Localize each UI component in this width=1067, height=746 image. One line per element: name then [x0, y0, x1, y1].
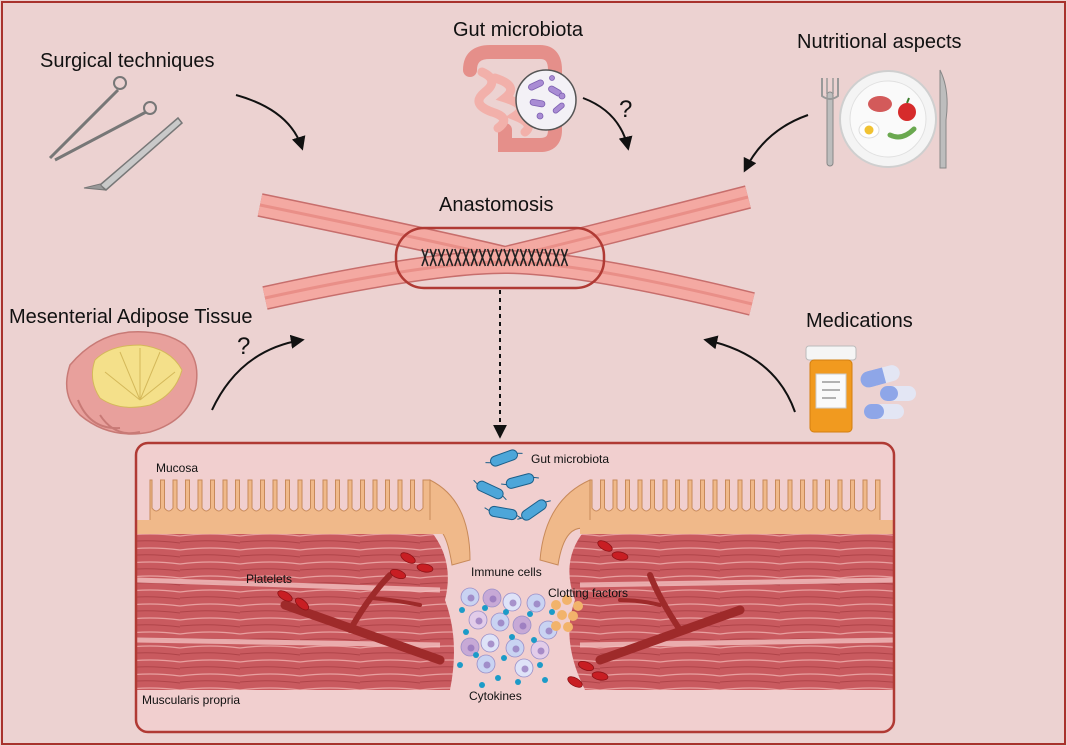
label-immune-cells: Immune cells [471, 565, 542, 579]
food-plate-icon [821, 69, 948, 169]
sutures [421, 248, 569, 267]
detail-frame [134, 441, 896, 734]
label-mesenterial-adipose: Mesenterial Adipose Tissue [9, 306, 253, 328]
gut-bacteria [473, 449, 551, 521]
label-clotting-factors: Clotting factors [548, 586, 629, 600]
mucosa-layer [136, 479, 894, 566]
question-mark-microbiota: ? [619, 96, 633, 123]
label-mucosa: Mucosa [156, 461, 199, 475]
arrow-medications [703, 335, 796, 413]
knife-icon [939, 69, 948, 169]
label-medications: Medications [806, 310, 913, 332]
intestine-icon [463, 45, 577, 152]
label-platelets: Platelets [246, 572, 293, 586]
fork-icon [821, 78, 839, 167]
label-gut-microbiota: Gut microbiota [453, 19, 584, 41]
arrow-nutritional [743, 114, 809, 173]
question-mark-adipose: ? [237, 333, 251, 360]
label-detail-gut-microbiota: Gut microbiota [531, 452, 610, 466]
surgical-instruments-icon [48, 76, 184, 191]
adipose-tissue-icon [65, 331, 198, 435]
tissue-detail [136, 443, 894, 732]
platelets [277, 540, 629, 688]
label-cytokines: Cytokines [469, 689, 522, 703]
label-surgical-techniques: Surgical techniques [40, 50, 215, 72]
blood-vessels [280, 572, 745, 665]
label-nutritional-aspects: Nutritional aspects [797, 31, 962, 53]
arrow-microbiota [582, 97, 633, 151]
immune-cells [457, 587, 558, 688]
arrow-adipose [211, 334, 305, 411]
anastomosis-highlight [394, 226, 606, 290]
pill-bottle-icon [805, 345, 857, 433]
label-anastomosis: Anastomosis [439, 194, 554, 216]
clotting-factors [551, 595, 583, 632]
capsules-icon [860, 365, 916, 419]
label-muscularis-propria: Muscularis propria [142, 693, 241, 707]
arrow-surgical [235, 94, 306, 151]
